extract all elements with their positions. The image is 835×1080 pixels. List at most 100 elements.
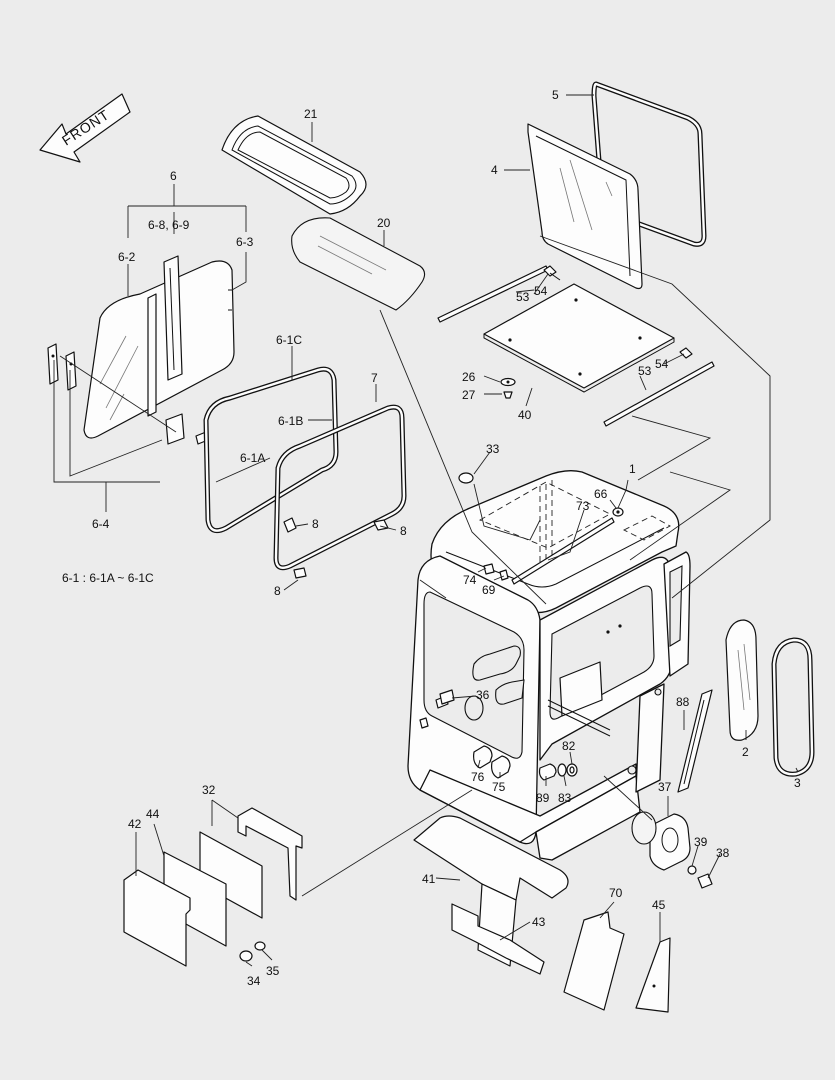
callout-26: 26	[462, 370, 476, 384]
part-6-3-side-bolts	[228, 289, 232, 311]
callout-66: 66	[594, 487, 608, 501]
part-34-nut	[239, 950, 253, 962]
part-75-bushing	[491, 755, 511, 779]
part-36-knob	[439, 689, 455, 705]
callout-53-lower: 53	[638, 364, 652, 378]
part-82-nut	[566, 763, 578, 777]
part-26-washer	[500, 377, 516, 387]
callout-89: 89	[536, 791, 550, 805]
callout-20: 20	[377, 216, 391, 230]
callout-83: 83	[558, 791, 572, 805]
part-32-rear-box	[237, 807, 303, 901]
callout-69: 69	[482, 583, 496, 597]
part-40-roof-plate	[483, 283, 675, 393]
callout-1: 1	[629, 462, 636, 476]
callout-39: 39	[694, 835, 708, 849]
part-53-rod-lower	[603, 361, 715, 427]
callout-42: 42	[128, 817, 142, 831]
callout-6-1a: 6-1A	[240, 451, 265, 465]
part-6-1-window-frame	[203, 366, 339, 534]
part-54-bolt-upper	[543, 265, 561, 281]
part-20-sun-visor	[291, 217, 426, 311]
part-6-divider-bar	[147, 293, 157, 417]
callout-70: 70	[609, 886, 623, 900]
callout-45: 45	[652, 898, 666, 912]
callout-74: 74	[463, 573, 477, 587]
part-70-side-cover	[563, 911, 625, 1011]
part-35-washer	[254, 941, 266, 951]
part-54-bolt-lower	[679, 347, 693, 359]
callout-33: 33	[486, 442, 500, 456]
callout-43: 43	[532, 915, 546, 929]
callout-54-lower: 54	[655, 357, 669, 371]
callout-38: 38	[716, 846, 730, 860]
callout-8-a: 8	[312, 517, 319, 531]
part-4-rear-glass	[527, 123, 643, 290]
front-direction-arrow: FRONT	[39, 93, 131, 163]
part-6-8-handle-channel	[163, 255, 183, 381]
callout-8-b: 8	[400, 524, 407, 538]
callout-35: 35	[266, 964, 280, 978]
callout-73: 73	[576, 499, 590, 513]
part-21-roof-glass	[221, 115, 367, 215]
part-33-plug	[458, 472, 474, 484]
callout-2: 2	[742, 745, 749, 759]
callout-76: 76	[471, 770, 485, 784]
callout-44: 44	[146, 807, 160, 821]
part-38-bolt	[697, 873, 713, 889]
part-6-4-hinge	[47, 343, 77, 391]
callout-6-1b: 6-1B	[278, 414, 303, 428]
part-73-cable	[511, 517, 615, 585]
part-7-window-seal	[273, 404, 407, 571]
part-5-rear-seal	[591, 81, 707, 247]
part-42-panel	[123, 869, 191, 967]
part-76-bushing	[473, 745, 493, 769]
callout-6: 6	[170, 169, 177, 183]
part-2-side-glass	[725, 619, 759, 741]
part-69-clip	[499, 569, 509, 581]
part-37-cover-plate	[631, 811, 691, 871]
note-6-1: 6-1 : 6-1A ~ 6-1C	[62, 571, 154, 585]
callout-40: 40	[518, 408, 532, 422]
callout-21: 21	[304, 107, 318, 121]
callout-37: 37	[658, 780, 672, 794]
part-74-screw	[483, 563, 495, 575]
callout-6-2: 6-2	[118, 250, 136, 264]
part-89-pin	[538, 763, 557, 781]
part-6-2-door-glass	[83, 260, 235, 439]
callout-53-upper: 53	[516, 290, 530, 304]
callout-32: 32	[202, 783, 216, 797]
part-3-side-seal	[771, 637, 815, 777]
callout-8-c: 8	[274, 584, 281, 598]
callout-88: 88	[676, 695, 690, 709]
part-45-trim-panel	[635, 937, 671, 1013]
part-83-washer	[557, 763, 567, 777]
callout-6-8-6-9: 6-8, 6-9	[148, 218, 190, 232]
callout-5: 5	[552, 88, 559, 102]
callout-6-1c: 6-1C	[276, 333, 302, 347]
callout-4: 4	[491, 163, 498, 177]
callout-34: 34	[247, 974, 261, 988]
callout-54-upper: 54	[534, 284, 548, 298]
part-6-lock-bracket	[165, 413, 209, 445]
part-66-grommet	[612, 507, 624, 517]
leader-lines	[53, 94, 799, 967]
callout-27: 27	[462, 388, 476, 402]
callout-7: 7	[371, 371, 378, 385]
part-27-screw	[503, 391, 513, 399]
callout-41: 41	[422, 872, 436, 886]
callout-6-4: 6-4	[92, 517, 110, 531]
part-39-washer	[687, 865, 697, 875]
part-32-panel	[199, 831, 263, 919]
callout-3: 3	[794, 776, 801, 790]
part-8-stopper	[283, 517, 389, 579]
part-88-rubber-strip	[677, 689, 713, 793]
part-43-bracket	[451, 903, 545, 975]
callout-labels: 21 20 5 4 6 6-8, 6-9 6-2 6-3 6-4 6-1C 7 …	[62, 88, 801, 988]
callout-36: 36	[476, 688, 490, 702]
callout-82: 82	[562, 739, 576, 753]
callout-6-3: 6-3	[236, 235, 254, 249]
callout-75: 75	[492, 780, 506, 794]
